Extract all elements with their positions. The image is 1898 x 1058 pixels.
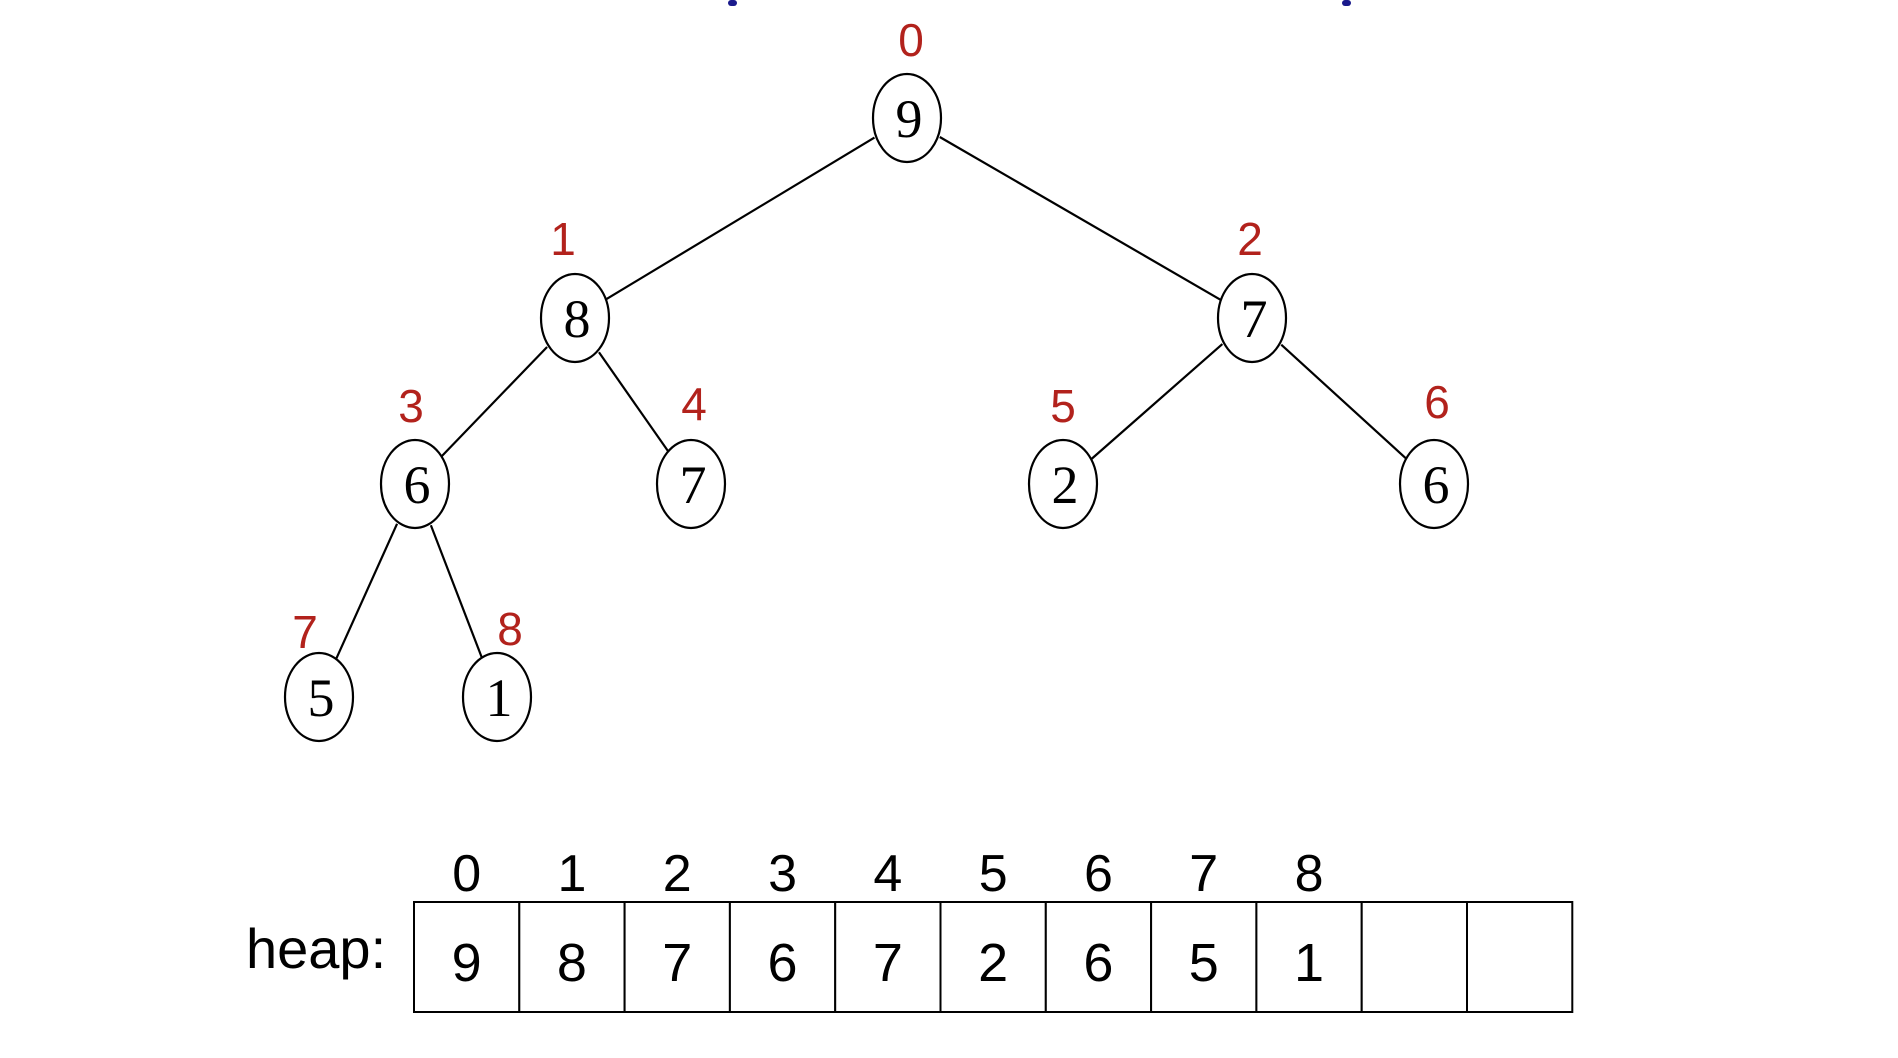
heap-array-cell [1466,901,1574,1013]
tree-node: 81 [539,213,611,364]
tree-node: 63 [379,380,451,530]
heap-array-cells: 9 8 7 6 7 2 6 5 1 [413,901,1574,1013]
heap-array-value: 1 [1294,933,1324,993]
tree-edge [939,136,1227,304]
heap-array-value: 8 [557,933,587,993]
tree-edge [332,523,399,665]
heap-array-value: 7 [873,933,903,993]
heap-array-cell [1044,901,1153,1013]
tree-node-value: 8 [564,289,591,349]
tree-node-circle [379,438,451,530]
tree-node-circle [655,438,727,530]
tree-node: 25 [1027,380,1099,530]
tree-node-value: 6 [1423,455,1450,515]
heap-array-index: 5 [979,845,1008,903]
tree-edge [598,351,673,457]
tree-node-value: 7 [680,455,707,515]
heap-array-cell [623,901,731,1013]
tree-node: 57 [283,606,355,743]
tree-node: 90 [871,14,943,164]
heap-array-cell [834,901,942,1013]
heap-array-cell [728,901,837,1013]
tree-node-value: 9 [896,89,923,149]
tree-node-index: 4 [681,378,707,430]
tree-node-value: 2 [1052,455,1079,515]
heap-array-index: 6 [1084,845,1113,903]
heap-array-cell [518,901,626,1013]
tree-node-value: 1 [486,668,513,728]
heap-array-value: 5 [1189,933,1219,993]
tree-node: 74 [655,378,727,530]
heap-array-cell [1360,901,1468,1013]
tree-node-circle [1398,438,1470,530]
tree-node-index: 0 [898,14,924,66]
heap-array-value: 9 [452,933,482,993]
tree-node: 66 [1398,376,1470,530]
tree-edge [600,136,876,304]
heap-array-value: 6 [1083,933,1113,993]
tree-node-circle [283,651,355,743]
heap-array-index: 0 [452,845,481,903]
heap-array-cell [1255,901,1363,1013]
heap-array-index: 3 [768,845,797,903]
heap-array-label: heap: [246,917,386,980]
heap-array-value: 7 [662,933,692,993]
tree-node-index: 3 [398,380,424,432]
title-fragment [728,0,1351,6]
heap-array-index: 7 [1189,845,1218,903]
heap-array-index: 1 [557,845,586,903]
tree-node-value: 7 [1241,289,1268,349]
tree-node-value: 6 [404,455,431,515]
tree-node-index: 7 [292,606,318,658]
tree-node-circle [461,651,533,743]
tree-node-index: 1 [550,213,576,265]
heap-array-index: 8 [1295,845,1324,903]
heap-array-indices: 0 1 2 3 4 5 6 7 8 [452,845,1323,903]
tree-node-circle [1216,272,1288,364]
tree-node-circle [1027,438,1099,530]
tree-edge [1085,343,1224,465]
tree-node: 18 [461,603,533,743]
tree-node-index: 8 [497,603,523,655]
tree-node-circle [871,72,943,164]
tree-node-index: 5 [1050,380,1076,432]
tree-node-value: 5 [308,668,335,728]
heap-array: heap: 9 8 7 6 7 2 6 5 1 0 1 2 3 4 5 6 7 8 [246,845,1574,1013]
tree-node-index: 2 [1237,213,1263,265]
tree-node-index: 6 [1424,376,1450,428]
heap-array-value: 6 [768,933,798,993]
tree-edge [436,346,548,462]
tree-edges [332,136,1412,665]
tree-edge [429,524,486,664]
tree-node: 72 [1216,213,1288,364]
heap-array-index: 2 [663,845,692,903]
tree-node-circle [539,272,611,364]
title-fragment-left [728,0,737,6]
heap-array-value: 2 [978,933,1008,993]
heap-array-index: 4 [873,845,902,903]
heap-array-cell [413,901,521,1013]
title-fragment-right [1342,0,1351,6]
tree-edge [1280,343,1412,464]
